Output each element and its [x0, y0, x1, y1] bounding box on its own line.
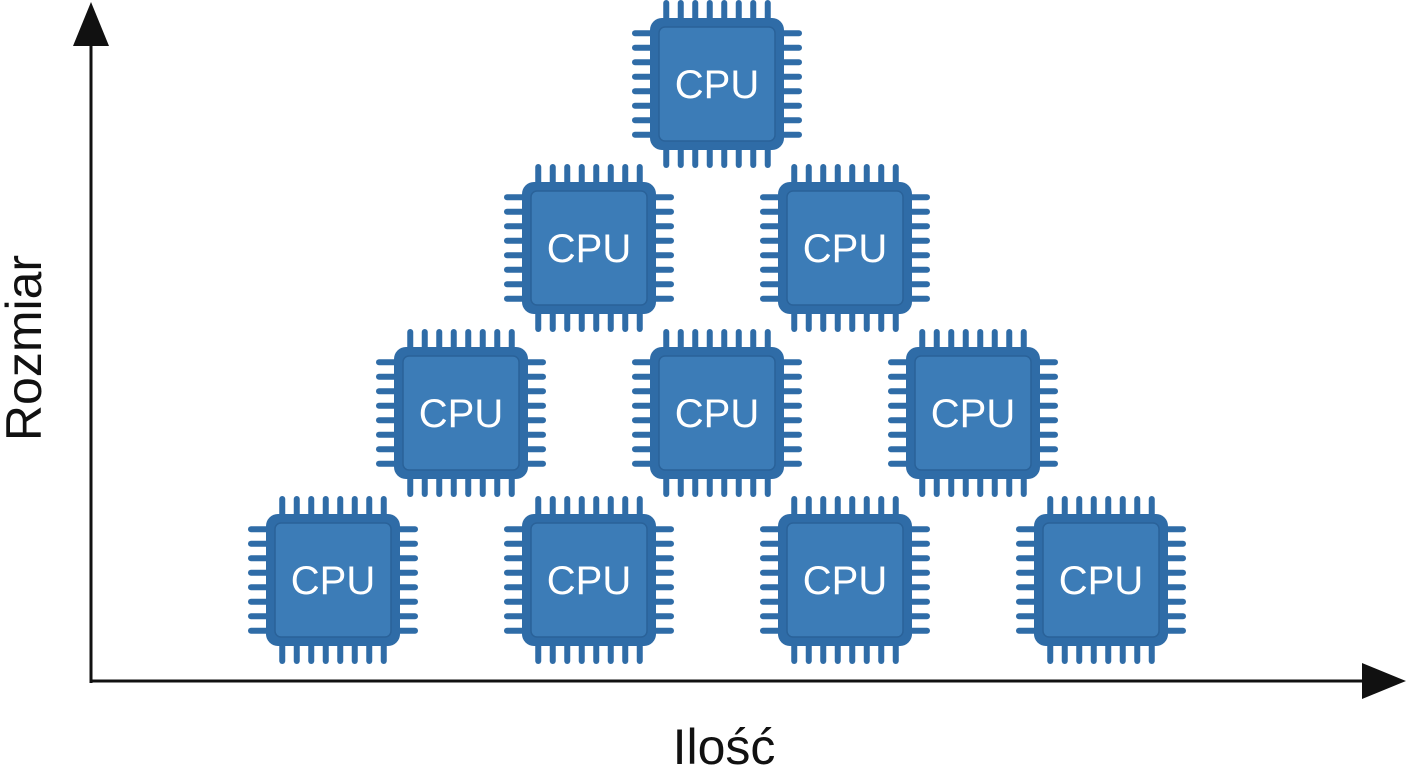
chip-die	[786, 522, 904, 638]
y-axis-arrow-icon	[73, 2, 109, 46]
x-axis-label: Ilość	[672, 719, 776, 775]
chip-die	[402, 355, 520, 471]
chip-label: CPU	[675, 392, 759, 436]
cpu-chip: CPU	[760, 496, 930, 664]
chip-die	[786, 190, 904, 306]
chip-die	[530, 522, 648, 638]
cpu-chip: CPU	[888, 329, 1058, 497]
chip-pins	[376, 329, 546, 497]
y-axis-label: Rozmiar	[0, 254, 52, 442]
chip-die	[1042, 522, 1160, 638]
chip-label: CPU	[1059, 559, 1143, 603]
cpu-chip: CPU	[760, 164, 930, 332]
cpu-chip: CPU	[248, 496, 418, 664]
chip-pins	[504, 496, 674, 664]
chip-pins	[504, 164, 674, 332]
cpu-chip: CPU	[504, 496, 674, 664]
chip-die	[658, 355, 776, 471]
axes-layer	[73, 2, 1406, 699]
chip-label: CPU	[803, 559, 887, 603]
chip-die	[274, 522, 392, 638]
cpu-chip: CPU	[632, 329, 802, 497]
cpu-chip: CPU	[632, 0, 802, 168]
chip-pins	[632, 329, 802, 497]
chip-pins	[888, 329, 1058, 497]
chip-die	[658, 26, 776, 142]
cpu-chip: CPU	[504, 164, 674, 332]
chip-label: CPU	[419, 392, 503, 436]
x-axis-arrow-icon	[1362, 663, 1406, 699]
chip-label: CPU	[803, 227, 887, 271]
chip-die	[914, 355, 1032, 471]
chip-pins	[1016, 496, 1186, 664]
chip-label: CPU	[931, 392, 1015, 436]
chip-label: CPU	[291, 559, 375, 603]
chip-pins	[760, 164, 930, 332]
cpu-chip: CPU	[1016, 496, 1186, 664]
chip-label: CPU	[675, 63, 759, 107]
chip-pins	[248, 496, 418, 664]
chip-label: CPU	[547, 559, 631, 603]
cpu-chip: CPU	[376, 329, 546, 497]
chip-pins	[760, 496, 930, 664]
chip-die	[530, 190, 648, 306]
chips-layer: CPU CPU CPU CPU CPU CPU CPU CPU CPU CPU	[248, 0, 1186, 664]
chip-label: CPU	[547, 227, 631, 271]
chip-pins	[632, 0, 802, 168]
